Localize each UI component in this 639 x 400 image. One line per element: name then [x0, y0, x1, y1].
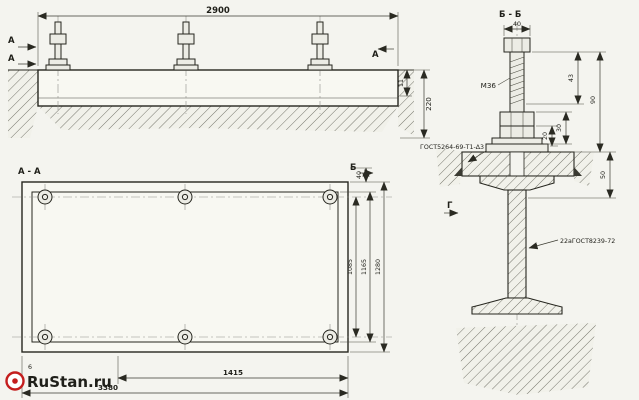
dim-bolt-projection: 90 [590, 96, 597, 104]
beam-top-flange [479, 175, 555, 191]
bolt-head [503, 37, 531, 53]
bolt-hole [37, 189, 53, 205]
beam-bottom-flange [471, 297, 563, 315]
dim-bottom-total: 3380 [98, 383, 118, 392]
dim-head-width: 40 [513, 21, 521, 28]
bolt-hole [177, 329, 193, 345]
watermark: RuStan.ru [5, 371, 112, 391]
dim-edge: 40 [356, 171, 363, 179]
extension-lines [340, 167, 390, 353]
watermark-text: RuStan.ru [27, 373, 112, 391]
detail-title: Б - Б [499, 10, 521, 20]
foundation-hatch-bottom [456, 323, 596, 395]
foundation-hatch-under [38, 106, 398, 132]
bolt-through-plate [509, 151, 525, 177]
dim-plate-height: 50 [600, 171, 607, 179]
anchor-plate-side [37, 69, 399, 107]
dim-plate-length: 2900 [206, 6, 230, 16]
section-marker-a-top: А [8, 36, 15, 46]
lock-nut [499, 111, 535, 127]
section-title: А - А [18, 167, 41, 177]
dim-bottom-half: 1415 [223, 368, 243, 377]
section-marker-a-right: А [372, 50, 379, 60]
beam-leader [528, 239, 559, 250]
rustan-logo-dot-icon [12, 378, 18, 384]
i-beam-section [471, 175, 563, 315]
weld-leader [467, 150, 487, 163]
thread-label: М36 [481, 81, 497, 90]
weld-seam-left [454, 167, 462, 176]
dim-bolt-span: 1085 [347, 259, 354, 275]
plate-plan-outline [21, 181, 349, 353]
view-marker-g: Г [447, 201, 453, 211]
bolt-hole [322, 329, 338, 345]
foundation-hatch-right [574, 150, 594, 186]
base-washer [485, 143, 549, 153]
thread-leader [497, 77, 511, 86]
anchor-bolt-right [307, 16, 333, 114]
extension-lines [37, 12, 399, 66]
dim-nut-stack: 30 [556, 124, 563, 132]
anchor-bolt-middle [173, 16, 199, 114]
anchor-bolt-left [45, 16, 71, 114]
dim-thread-length: 43 [568, 74, 575, 82]
beam-web [507, 189, 527, 299]
section-view-aa: А - А 40 1085 1165 1280 1415 3380 6 [12, 167, 392, 398]
nut-and-washer-stack [485, 111, 549, 153]
washer [491, 137, 543, 145]
top-view-elevation: 2900 А А А 220 11 Б [8, 6, 433, 177]
weld-spec-label: ГОСТ5264-69-Т1-∆3 [420, 144, 484, 151]
bolt-hole [322, 189, 338, 205]
bolt-head-facets [511, 38, 523, 52]
note-fragment: 6 [28, 364, 32, 371]
dim-washer-stack: 20 [542, 132, 549, 140]
dim-outer-width: 1280 [375, 259, 382, 275]
dim-foundation-depth: 220 [424, 97, 433, 111]
bolt-hole [37, 329, 53, 345]
bolt-hole [177, 189, 193, 205]
thread-lines [509, 56, 525, 105]
foundation-hatch-left [436, 148, 462, 187]
nut [499, 125, 535, 139]
dim-inner-width: 1165 [361, 259, 368, 275]
detail-view-bb: Б - Б 40 М36 ГОСТ5264-69-Т1-∆3 Г [420, 10, 616, 395]
bolt-row-centerlines [12, 196, 392, 338]
dim-offset: 11 [398, 79, 405, 87]
section-marker-a-bottom: А [8, 54, 15, 64]
beam-spec-label: 22аГОСТ8239-72 [560, 238, 615, 245]
foundation-hatch-left [8, 70, 38, 138]
weld-seam-right [574, 167, 582, 176]
